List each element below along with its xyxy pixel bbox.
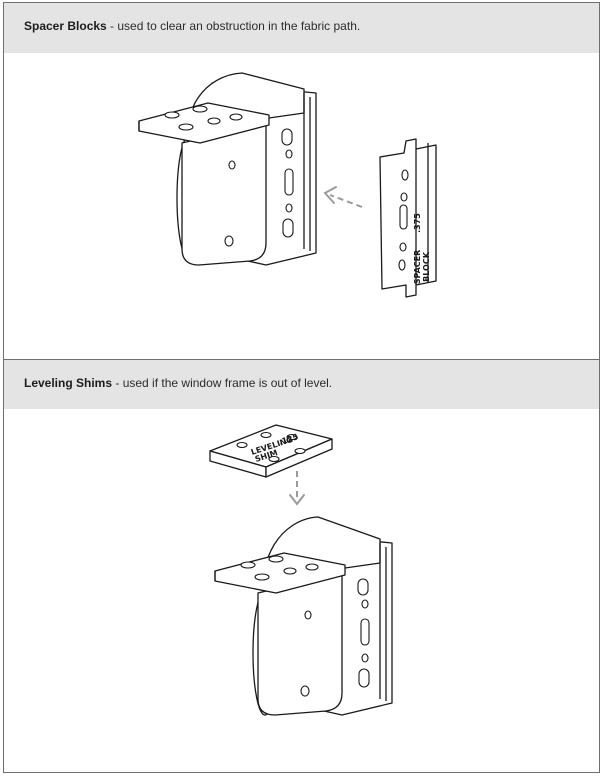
spacer-blocks-header: Spacer Blocks - used to clear an obstruc… <box>4 3 599 53</box>
spacer-blocks-description: - used to clear an obstruction in the fa… <box>106 19 361 33</box>
spacer-blocks-title: Spacer Blocks <box>24 19 107 33</box>
leveling-shims-illustration: LEVELING SHIM .125 <box>4 409 599 772</box>
spacer-blocks-illustration: .375 SPACER BLOCK <box>4 53 599 359</box>
spacer-stamp-line2: BLOCK <box>422 251 431 282</box>
leveling-shims-header: Leveling Shims - used if the window fram… <box>4 359 599 409</box>
spacer-blocks-caption: Spacer Blocks - used to clear an obstruc… <box>24 19 360 33</box>
leveling-shims-title: Leveling Shims <box>24 376 113 390</box>
arrow-left-icon <box>323 186 363 208</box>
spacer-size-stamp: .375 <box>413 213 422 233</box>
bracket-illustration <box>214 516 393 716</box>
bracket-illustration <box>138 72 317 266</box>
leveling-shims-caption: Leveling Shims - used if the window fram… <box>24 376 332 390</box>
spacer-stamp-line1: SPACER <box>413 250 422 285</box>
instruction-panel: Spacer Blocks - used to clear an obstruc… <box>3 2 600 773</box>
arrow-down-icon <box>289 471 305 506</box>
leveling-shim-illustration: LEVELING SHIM .125 <box>209 424 333 478</box>
spacer-block-illustration: .375 SPACER BLOCK <box>379 138 437 298</box>
leveling-shims-description: - used if the window frame is out of lev… <box>112 376 333 390</box>
